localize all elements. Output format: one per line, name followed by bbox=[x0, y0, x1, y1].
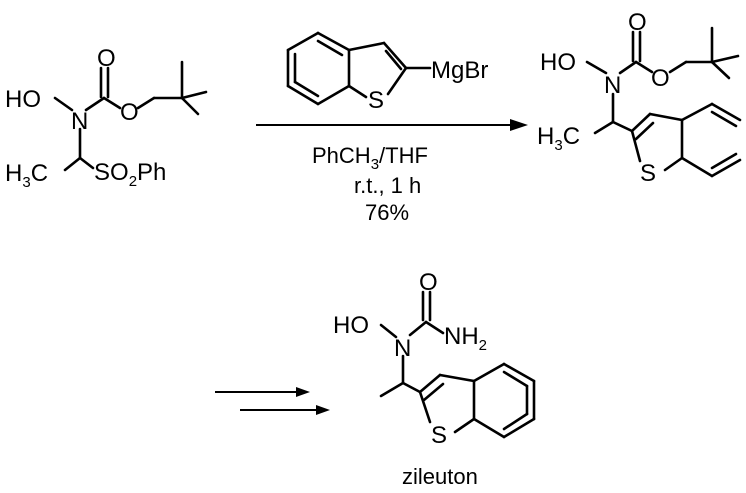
mgbr-label: MgBr bbox=[431, 57, 488, 84]
solvent-subscript: 3 bbox=[371, 156, 379, 173]
product-sulfur-label: S bbox=[640, 160, 656, 187]
product-nitrogen-label: N bbox=[604, 72, 621, 99]
product-carbonyl-oxygen-label: O bbox=[628, 9, 647, 36]
solvent-tail: /THF bbox=[379, 143, 428, 168]
multistep-arrow bbox=[215, 387, 330, 415]
product-methyl-h: H bbox=[537, 123, 554, 150]
sulfonyl-label: SO2Ph bbox=[94, 159, 166, 190]
zileuton-sulfur-label: S bbox=[431, 422, 447, 449]
product-methyl-carbon: C bbox=[563, 123, 580, 150]
reaction-arrow bbox=[256, 119, 528, 131]
methyl-subscript: 3 bbox=[22, 174, 30, 191]
zileuton-carbonyl-oxygen-label: O bbox=[419, 269, 438, 296]
zileuton-name-label: zileuton bbox=[402, 464, 478, 489]
zileuton-amine-nh: NH bbox=[444, 323, 479, 350]
reaction-conditions: PhCH3/THF r.t., 1 h 76% bbox=[312, 143, 428, 225]
reagent-bonds bbox=[286, 31, 432, 106]
time-label: r.t., 1 h bbox=[354, 173, 421, 198]
zileuton-amine-subscript: 2 bbox=[479, 337, 487, 354]
product-bonds bbox=[585, 26, 742, 178]
solvent-label: PhCH3/THF bbox=[312, 143, 428, 173]
nitrogen-label: N bbox=[71, 108, 88, 135]
product-ester-oxygen-label: O bbox=[651, 65, 670, 92]
product-hydroxyl-label: HO bbox=[540, 49, 576, 76]
zileuton: HO N O NH2 S zileuton bbox=[333, 269, 536, 489]
hydroxyl-label: HO bbox=[5, 86, 41, 113]
starting-material-bonds bbox=[53, 60, 208, 172]
product-methyl-subscript: 3 bbox=[554, 137, 562, 154]
grignard-reagent: MgBr S bbox=[286, 31, 488, 114]
zileuton-bonds bbox=[379, 290, 536, 439]
ester-oxygen-label: O bbox=[120, 99, 139, 126]
zileuton-nitrogen-label: N bbox=[394, 335, 411, 362]
carbonyl-oxygen-label: O bbox=[97, 45, 116, 72]
reagent-sulfur-label: S bbox=[368, 87, 384, 114]
methyl-h: H bbox=[5, 160, 22, 187]
sulfonyl-s: SO bbox=[94, 159, 129, 186]
starting-material: HO N O O H3C SO2Ph bbox=[5, 45, 208, 191]
product: HO N O O H3C S bbox=[537, 9, 742, 187]
sulfonyl-subscript: 2 bbox=[129, 173, 137, 190]
solvent-main: PhCH bbox=[312, 143, 371, 168]
zileuton-hydroxyl-label: HO bbox=[333, 312, 369, 339]
methyl-label: H3C bbox=[5, 160, 48, 191]
yield-label: 76% bbox=[365, 200, 409, 225]
methyl-carbon: C bbox=[31, 160, 48, 187]
sulfonyl-ph: Ph bbox=[137, 159, 166, 186]
product-methyl-label: H3C bbox=[537, 123, 580, 154]
zileuton-amine-label: NH2 bbox=[444, 323, 487, 354]
